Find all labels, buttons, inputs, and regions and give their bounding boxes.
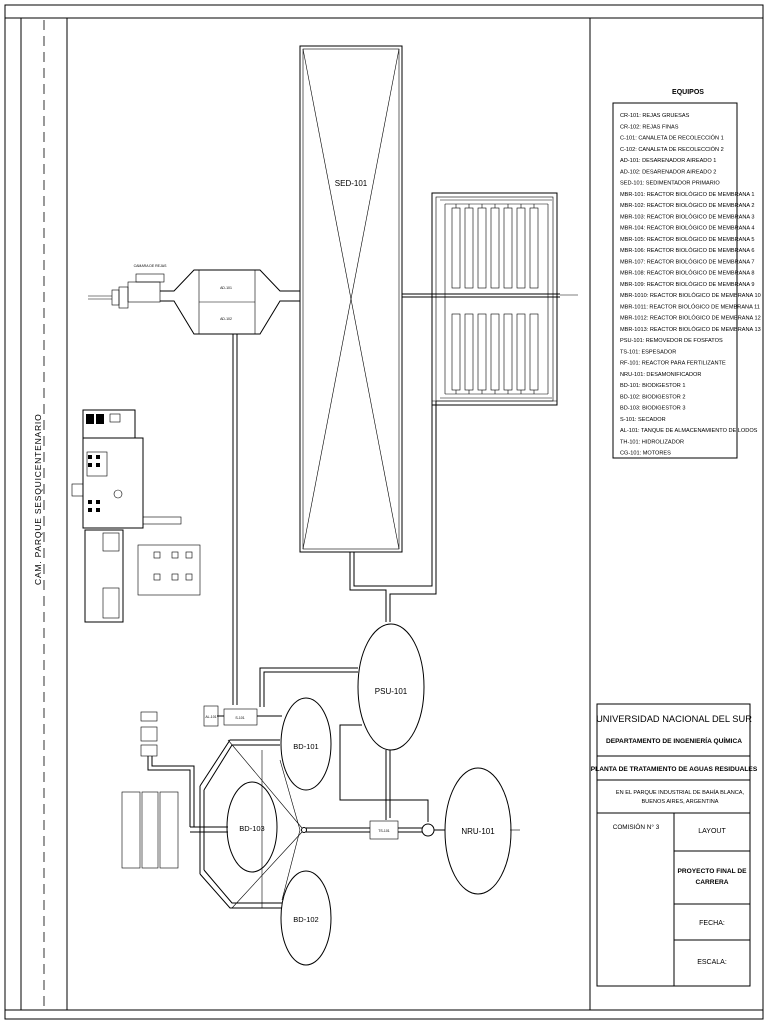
- commission-number: COMISIÓN N° 3: [613, 822, 660, 831]
- headworks: CAMARA DE REJAS AD-101 AD-102: [88, 264, 300, 335]
- equipment-item: MBR-1013: REACTOR BIOLÓGICO DE MEMBRANA …: [620, 326, 761, 333]
- mbr-membrane-reactors: [402, 192, 578, 406]
- equipment-item: BD-101: BIODIGESTOR 1: [620, 383, 686, 389]
- equipment-item: MBR-101: REACTOR BIOLÓGICO DE MEMBRANA 1: [620, 191, 755, 198]
- location-line-1: EN EL PARQUE INDUSTRIAL DE BAHÍA BLANCA,: [616, 789, 745, 796]
- bd-102-label: BD-102: [293, 915, 318, 924]
- bd-103-digester: BD-103: [226, 781, 278, 873]
- equipment-item: MBR-105: REACTOR BIOLÓGICO DE MEMBRANA 5: [620, 236, 755, 243]
- bd-103-label: BD-103: [239, 824, 264, 833]
- mbr-module: [477, 207, 487, 289]
- s-101-label: S-101: [235, 716, 244, 720]
- mbr-module: [503, 313, 513, 391]
- office-buildings: [71, 409, 201, 623]
- date-label: FECHA:: [699, 920, 725, 927]
- mbr-module: [516, 313, 526, 391]
- ts-101-label: TS-101: [378, 829, 390, 833]
- psu-101-phosphate-remover: PSU-101: [357, 623, 425, 751]
- bd-101-label: BD-101: [293, 742, 318, 751]
- location-line-2: BUENOS AIRES, ARGENTINA: [641, 799, 718, 805]
- equipment-item: MBR-1012: REACTOR BIOLÓGICO DE MEMBRANA …: [620, 315, 761, 322]
- equipment-title: EQUIPOS: [672, 89, 704, 96]
- equipment-item: SED-101: SEDIMENTADOR PRIMARIO: [620, 181, 720, 187]
- nru-101-label: NRU-101: [461, 827, 495, 836]
- university-name: UNIVERSIDAD NACIONAL DEL SUR: [596, 714, 752, 724]
- ad-101-label: AD-101: [220, 286, 232, 290]
- equipment-item: MBR-108: REACTOR BIOLÓGICO DE MEMBRANA 8: [620, 270, 755, 277]
- equipment-item: MBR-106: REACTOR BIOLÓGICO DE MEMBRANA 6: [620, 247, 755, 254]
- equipment-item: RF-101: REACTOR PARA FERTILIZANTE: [620, 361, 726, 367]
- bd-102-digester: BD-102: [280, 870, 332, 966]
- process-piping: [147, 334, 557, 909]
- pump-icon: [421, 823, 435, 837]
- equipment-item: C-101: CANALETA DE RECOLECCIÓN 1: [620, 135, 724, 142]
- sed-101-sedimenter: SED-101: [299, 45, 403, 553]
- equipment-item: MBR-103: REACTOR BIOLÓGICO DE MEMBRANA 3: [620, 213, 755, 220]
- equipment-item: MBR-102: REACTOR BIOLÓGICO DE MEMBRANA 2: [620, 202, 755, 209]
- mbr-module: [464, 313, 474, 391]
- equipment-item: CR-102: REJAS FINAS: [620, 124, 679, 130]
- equipment-item: AD-101: DESARENADOR AIREADO 1: [620, 158, 716, 164]
- equipment-item: AL-101: TANQUE DE ALMACENAMIENTO DE LODO…: [620, 428, 758, 434]
- mbr-module: [451, 313, 461, 391]
- equipment-item: C-102: CANALETA DE RECOLECCIÓN 2: [620, 146, 724, 153]
- sheet-border: [4, 4, 764, 1020]
- layout-label: LAYOUT: [698, 828, 726, 835]
- mbr-module: [451, 207, 461, 289]
- equipment-item: AD-102: DESARENADOR AIREADO 2: [620, 169, 716, 175]
- equipment-item: MBR-109: REACTOR BIOLÓGICO DE MEMBRANA 9: [620, 281, 755, 288]
- equipment-item: BD-102: BIODIGESTOR 2: [620, 394, 686, 400]
- camara-de-rejas-label: CAMARA DE REJAS: [134, 264, 168, 268]
- project-line-1: PROYECTO FINAL DE: [678, 868, 748, 875]
- mbr-module: [490, 313, 500, 391]
- equipment-item: MBR-107: REACTOR BIOLÓGICO DE MEMBRANA 7: [620, 258, 755, 265]
- plant-name: PLANTA DE TRATAMIENTO DE AGUAS RESIDUALE…: [591, 766, 758, 773]
- equipment-item: MBR-104: REACTOR BIOLÓGICO DE MEMBRANA 4: [620, 225, 755, 232]
- equipment-item: MBR-1010: REACTOR BIOLÓGICO DE MEMBRANA …: [620, 292, 761, 299]
- equipment-item: PSU-101: REMOVEDOR DE FOSFATOS: [620, 338, 723, 344]
- nru-101-deammonifier: NRU-101: [444, 767, 512, 895]
- scale-label: ESCALA:: [697, 959, 727, 966]
- mbr-module: [529, 207, 539, 289]
- department-name: DEPARTAMENTO DE INGENIERÍA QUÍMICA: [606, 736, 742, 745]
- equipment-item: NRU-101: DESAMONIFICADOR: [620, 372, 701, 378]
- mbr-module: [529, 313, 539, 391]
- mbr-module: [490, 207, 500, 289]
- equipment-item: S-101: SECADOR: [620, 417, 666, 423]
- equipment-item: CR-101: REJAS GRUESAS: [620, 113, 690, 119]
- equipment-list-box: [612, 102, 738, 459]
- equipment-list: CR-101: REJAS GRUESAS CR-102: REJAS FINAS…: [620, 113, 761, 457]
- title-block: UNIVERSIDAD NACIONAL DEL SUR DEPARTAMENT…: [591, 703, 758, 987]
- psu-101-label: PSU-101: [375, 687, 408, 696]
- ad-102-label: AD-102: [220, 317, 232, 321]
- street-label: CAM. PARQUE SESQUICENTENARIO: [33, 414, 43, 586]
- equipment-item: MBR-1011: REACTOR BIOLÓGICO DE MEMBRANA …: [620, 303, 760, 310]
- sludge-handling: AL-101 S-101 TS-101: [121, 705, 435, 869]
- sed-101-label: SED-101: [335, 179, 368, 188]
- al-101-label: AL-101: [205, 715, 216, 719]
- mbr-module: [503, 207, 513, 289]
- equipment-item: CG-101: MOTORES: [620, 451, 671, 457]
- equipment-item: BD-103: BIODIGESTOR 3: [620, 406, 686, 412]
- mbr-module: [516, 207, 526, 289]
- project-line-2: CARRERA: [696, 879, 729, 886]
- bd-101-digester: BD-101: [280, 697, 332, 791]
- mbr-module: [464, 207, 474, 289]
- equipment-item: TS-101: ESPESADOR: [620, 349, 676, 355]
- equipment-item: TH-101: HIDROLIZADOR: [620, 439, 684, 445]
- mbr-module: [477, 313, 487, 391]
